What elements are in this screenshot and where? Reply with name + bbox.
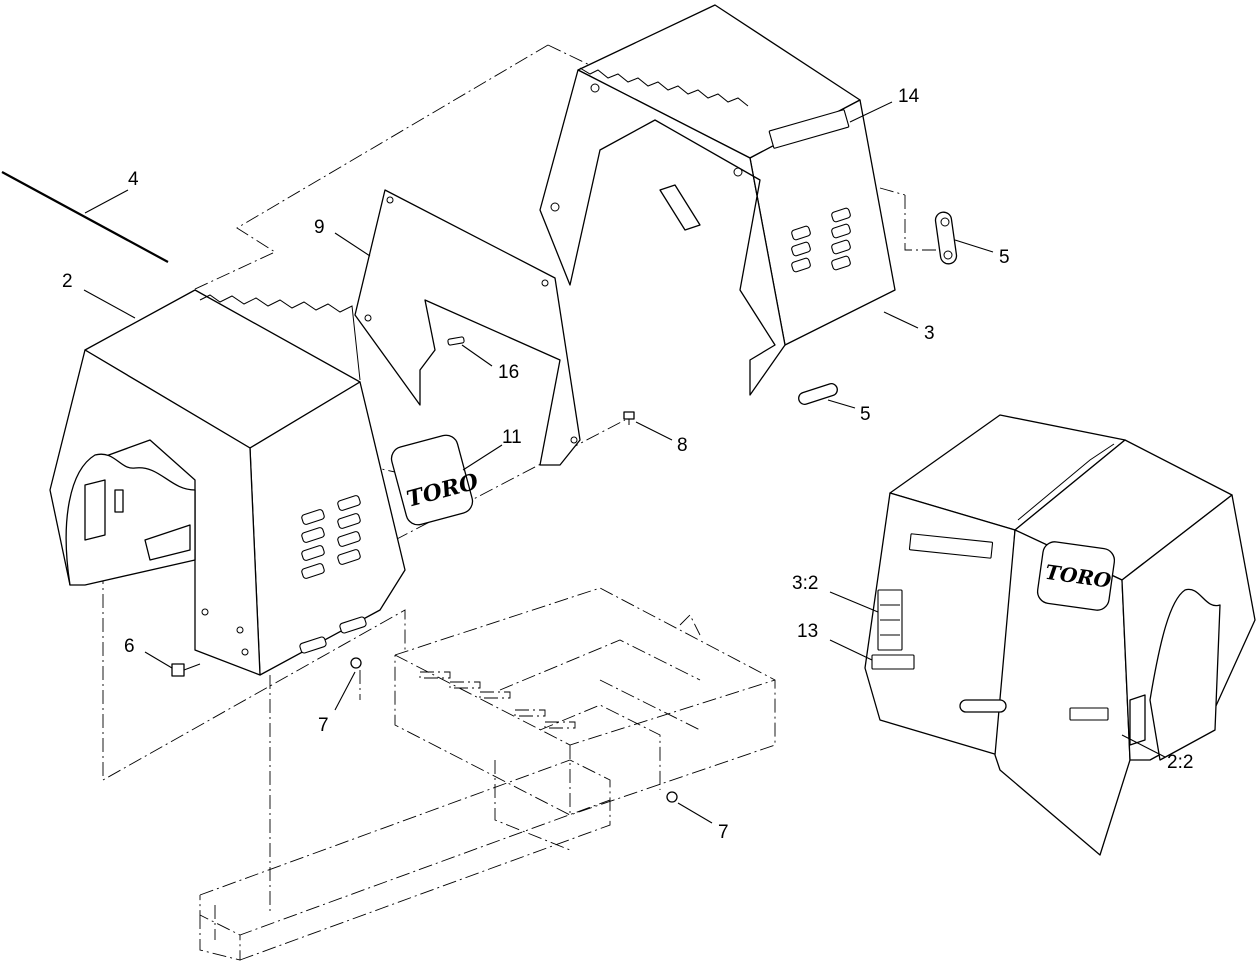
callout-5-lower: 5 [860,404,871,425]
cover-panel [354,189,581,466]
logo-decal-left: TORO [390,434,481,526]
bolt-6 [171,663,201,677]
callout-2: 2 [62,271,73,292]
left-cover: TORO [49,289,481,676]
latch-5b [798,383,838,405]
callout-16: 16 [498,362,520,383]
callout-3-2: 3:2 [792,573,819,594]
callout-11: 11 [502,427,522,448]
upper-right-cover [539,4,896,396]
callout-4: 4 [128,169,139,190]
callout-3: 3 [924,323,935,344]
callout-7-right: 7 [718,822,729,843]
callout-5-upper: 5 [999,247,1010,268]
callout-14: 14 [898,86,920,107]
callout-8: 8 [677,435,688,456]
screw-8 [623,411,635,425]
callout-13: 13 [797,621,819,642]
assembled-cover: TORO [864,414,1256,856]
nut-7a [350,657,362,669]
logo-decal-right: TORO [1036,541,1116,611]
chassis-frame [199,587,776,961]
leader-lines [83,101,1166,824]
callout-2-2: 2:2 [1167,752,1194,773]
callout-6: 6 [124,636,135,657]
hinge-rod [1,171,169,265]
callout-9: 9 [314,217,325,238]
nut-7b [666,791,678,803]
callout-7-left: 7 [318,715,329,736]
latch-5a [934,211,958,265]
